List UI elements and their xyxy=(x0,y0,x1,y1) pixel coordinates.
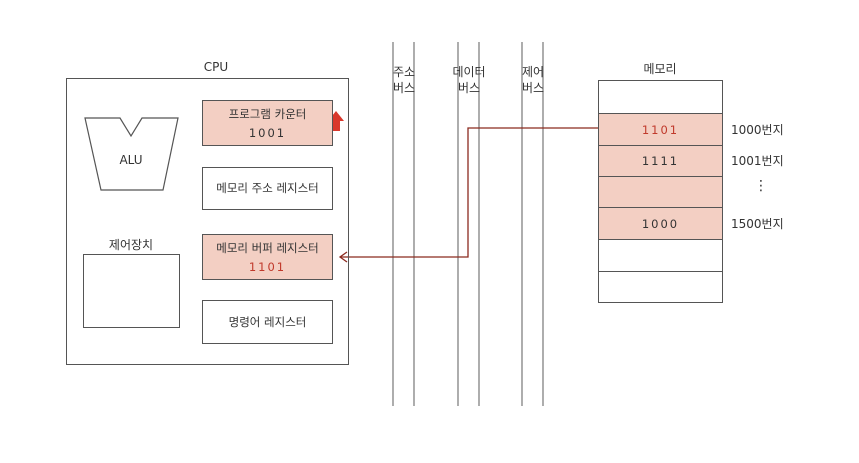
program-counter-value: 1001 xyxy=(248,126,287,140)
memory-cell-2: 1111 xyxy=(599,145,722,176)
memory-cell-4: 1000 xyxy=(599,207,722,239)
memory-cell-4-value: 1000 xyxy=(641,216,680,231)
memory-cell-0 xyxy=(599,81,722,113)
program-counter-label: 프로그램 카운터 xyxy=(228,107,307,121)
memory-cell-1: 1101 xyxy=(599,113,722,145)
control-bus-label: 제어 버스 xyxy=(512,64,554,96)
memory-address-register: 메모리 주소 레지스터 xyxy=(202,167,333,210)
memory-cell-3 xyxy=(599,176,722,207)
memory-address-register-label: 메모리 주소 레지스터 xyxy=(216,181,319,195)
data-bus-label-line-1: 데이터 xyxy=(452,65,486,79)
memory-address-ellipsis: ⋮ xyxy=(754,178,768,194)
program-counter-register: 프로그램 카운터 1001 xyxy=(202,100,333,146)
memory-buffer-register-label: 메모리 버퍼 레지스터 xyxy=(216,241,319,255)
memory-address-1000: 1000번지 xyxy=(731,123,784,137)
cpu-box xyxy=(66,78,349,365)
control-unit-label: 제어장치 xyxy=(108,238,154,252)
address-bus-label: 주소 버스 xyxy=(383,64,425,96)
memory-cell-1-value: 1101 xyxy=(641,122,680,137)
memory-cell-6 xyxy=(599,271,722,302)
data-bus-label-line-2: 버스 xyxy=(457,81,481,95)
control-bus-label-line-2: 버스 xyxy=(521,81,545,95)
memory-label: 메모리 xyxy=(643,62,677,76)
memory-to-mbr-arrowhead xyxy=(338,251,348,263)
cpu-label: CPU xyxy=(203,60,229,74)
memory-address-1001: 1001번지 xyxy=(731,154,784,168)
alu-shape xyxy=(84,117,179,191)
memory-cell-2-value: 1111 xyxy=(641,154,680,168)
address-bus-label-line-2: 버스 xyxy=(392,81,416,95)
address-bus-label-line-1: 주소 xyxy=(392,65,416,79)
memory-cell-5 xyxy=(599,239,722,271)
memory-buffer-register: 메모리 버퍼 레지스터 1101 xyxy=(202,234,333,280)
memory-address-1500: 1500번지 xyxy=(731,217,784,231)
instruction-register: 명령어 레지스터 xyxy=(202,300,333,344)
data-bus-label: 데이터 버스 xyxy=(444,64,494,96)
control-bus-label-line-1: 제어 xyxy=(521,65,545,79)
memory-buffer-register-value: 1101 xyxy=(248,260,287,274)
memory-box: 1101 1111 1000 xyxy=(598,80,723,303)
memory-to-mbr-arrow xyxy=(340,127,598,258)
alu-label: ALU xyxy=(119,153,143,167)
control-unit-box xyxy=(83,254,180,328)
instruction-register-label: 명령어 레지스터 xyxy=(228,315,307,329)
